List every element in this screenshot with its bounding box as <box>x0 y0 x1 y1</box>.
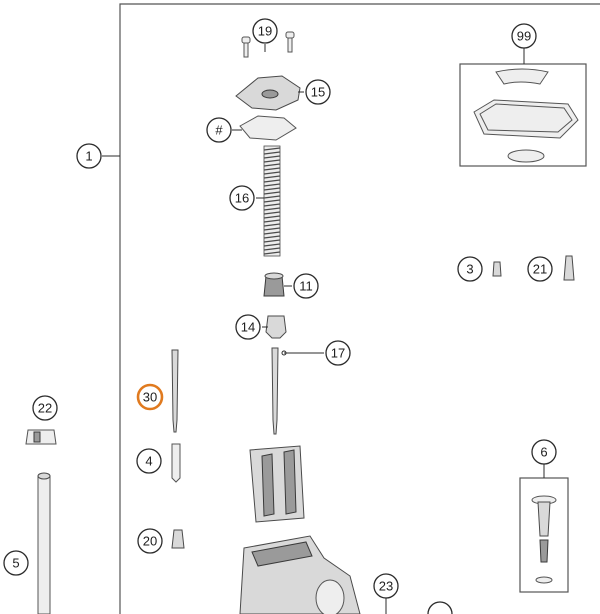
spring-coil <box>263 151 281 155</box>
screw-part-21 <box>563 255 575 281</box>
svg-text:21: 21 <box>533 262 547 277</box>
callout-hash: # <box>206 117 232 143</box>
spring-coil <box>263 227 281 231</box>
spring-coil <box>263 155 281 159</box>
callout-23: 23 <box>373 573 399 599</box>
assembly-frame <box>119 3 600 614</box>
screw-head-left <box>241 36 251 44</box>
spring-coil <box>263 223 281 227</box>
screw-head-right <box>285 31 295 39</box>
spring-coil <box>263 251 281 255</box>
screw-shank-right <box>287 37 293 53</box>
spring-coil <box>263 183 281 187</box>
needle-jet <box>171 443 181 483</box>
spring-coil <box>263 231 281 235</box>
callout-15: 15 <box>305 79 331 105</box>
callout-5: 5 <box>3 550 29 576</box>
spring-coil <box>263 207 281 211</box>
spring-coil <box>263 215 281 219</box>
callout-20: 20 <box>137 528 163 554</box>
callout-3: 3 <box>457 256 483 282</box>
svg-text:17: 17 <box>331 346 345 361</box>
carburetor-body-top <box>251 541 313 567</box>
callout-1: 1 <box>76 143 102 169</box>
spring-seat-top <box>264 272 284 280</box>
slide-groove-left <box>261 453 275 517</box>
float-valve-needle <box>539 539 549 563</box>
float-valve-ring <box>535 576 553 584</box>
screw-part-3 <box>492 261 502 277</box>
callout-17: 17 <box>325 340 351 366</box>
float-valve-body <box>537 501 551 537</box>
clip-part-22-detail <box>33 431 41 443</box>
spring-coil <box>263 179 281 183</box>
callout-11: 11 <box>293 273 319 299</box>
svg-text:14: 14 <box>241 320 255 335</box>
hose-end <box>37 472 51 480</box>
spring-coil <box>263 147 281 151</box>
spring-coil <box>263 175 281 179</box>
spring-coil <box>263 159 281 163</box>
svg-text:#: # <box>215 123 223 138</box>
spring-coil <box>263 243 281 247</box>
spring-coil <box>263 171 281 175</box>
svg-text:22: 22 <box>38 401 52 416</box>
callout-99: 99 <box>511 23 537 49</box>
kit-gasket-frame-inner <box>479 103 573 133</box>
spring-coil <box>263 199 281 203</box>
clip-part-22 <box>25 429 57 445</box>
spring-coil <box>263 219 281 223</box>
spring-coil <box>263 203 281 207</box>
hose-part-5 <box>37 475 51 614</box>
svg-text:5: 5 <box>12 556 19 571</box>
slide-groove-right <box>283 449 297 515</box>
callout-partial-bottom <box>427 601 453 614</box>
svg-text:15: 15 <box>311 85 325 100</box>
callout-22: 22 <box>32 395 58 421</box>
svg-text:30: 30 <box>143 390 157 405</box>
svg-text:19: 19 <box>258 24 272 39</box>
spring-coil <box>263 163 281 167</box>
callout-16: 16 <box>229 185 255 211</box>
needle-clip-holder <box>265 315 287 339</box>
callout-4: 4 <box>136 448 162 474</box>
svg-text:99: 99 <box>517 29 531 44</box>
kit-gasket-top <box>495 68 549 85</box>
svg-text:16: 16 <box>235 191 249 206</box>
svg-text:11: 11 <box>299 279 313 294</box>
spring-coil <box>263 167 281 171</box>
svg-text:4: 4 <box>145 454 152 469</box>
svg-text:23: 23 <box>379 579 393 594</box>
kit-o-ring <box>507 149 545 163</box>
spring-coil <box>263 191 281 195</box>
svg-text:1: 1 <box>85 149 92 164</box>
svg-text:6: 6 <box>540 445 547 460</box>
callout-30-highlighted: 30 <box>136 383 164 411</box>
svg-text:3: 3 <box>466 262 473 277</box>
callout-21: 21 <box>527 256 553 282</box>
cover-center-boss <box>261 89 279 99</box>
callout-6: 6 <box>531 439 557 465</box>
spring-coils <box>263 147 281 255</box>
spring-coil <box>263 235 281 239</box>
spring-coil <box>263 247 281 251</box>
spring-coil <box>263 187 281 191</box>
gasket-kit-box <box>459 63 587 167</box>
spring-coil <box>263 195 281 199</box>
spring-coil <box>263 239 281 243</box>
screw-shank-left <box>243 42 249 58</box>
carburetor-bore <box>315 579 345 614</box>
cover-gasket <box>239 115 297 141</box>
callout-14: 14 <box>235 314 261 340</box>
spring-coil <box>263 211 281 215</box>
needle-part-30 <box>171 349 179 433</box>
leader-17-dot <box>281 350 287 356</box>
jet-needle <box>271 347 279 435</box>
jet-part-20 <box>171 529 185 549</box>
svg-text:20: 20 <box>143 534 157 549</box>
callout-19: 19 <box>252 18 278 44</box>
